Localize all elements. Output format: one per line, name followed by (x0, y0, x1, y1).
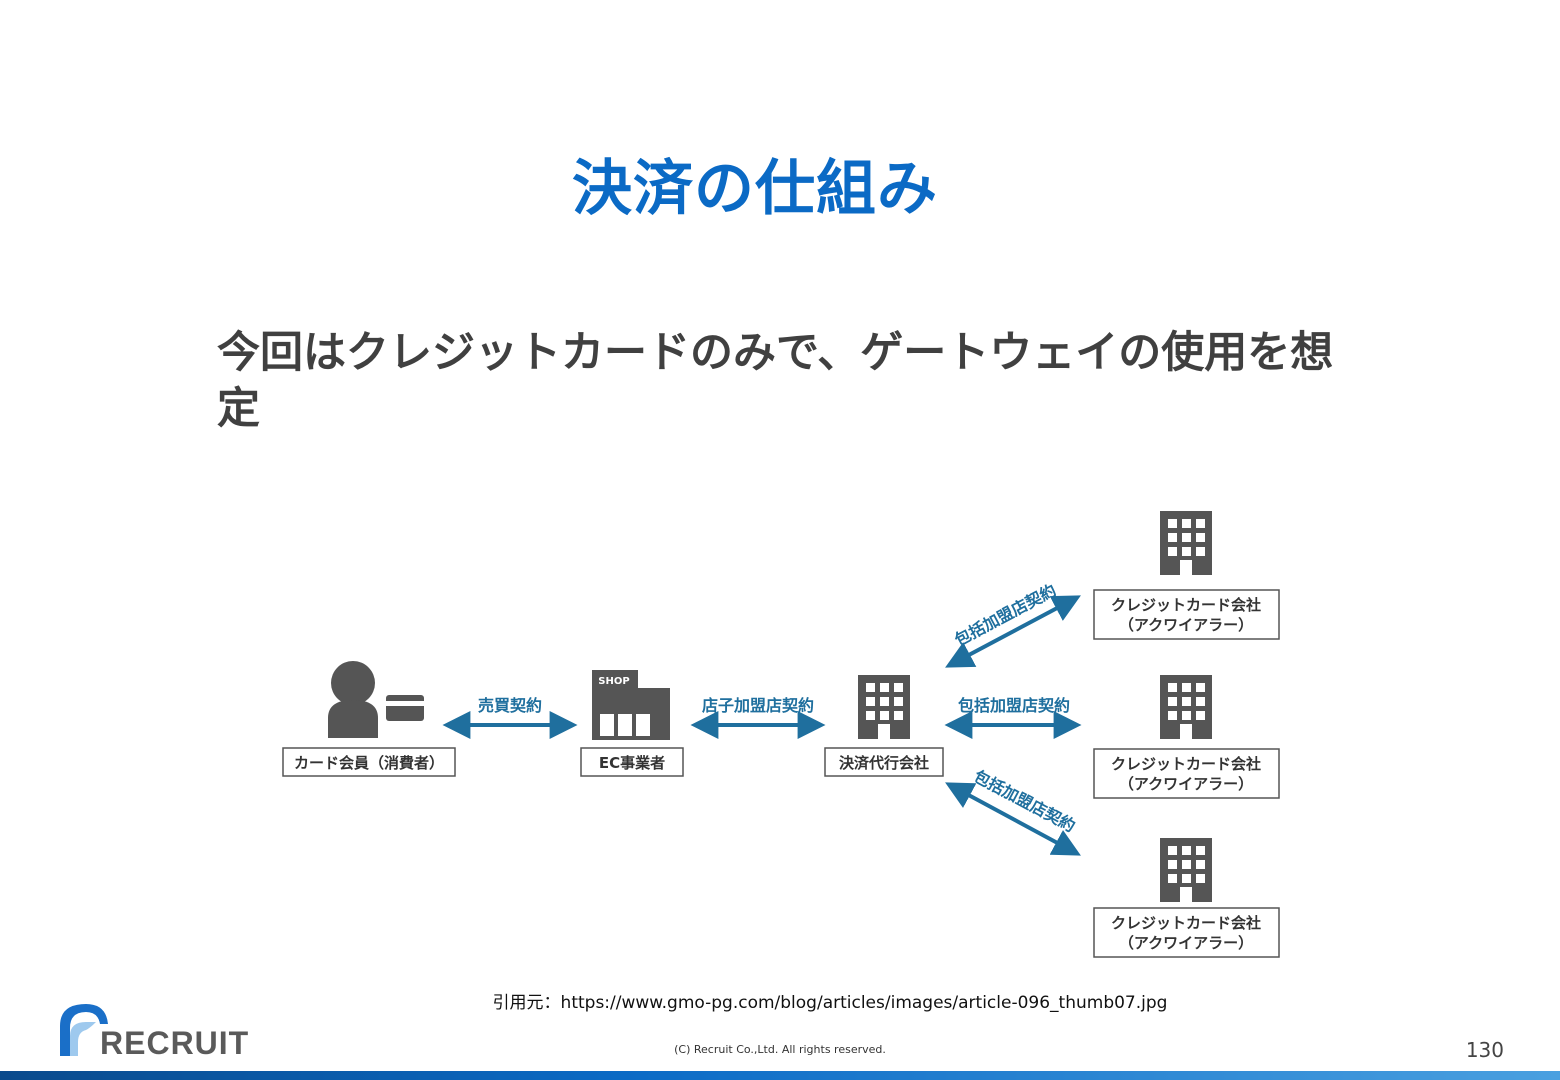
consumer-box (282, 747, 456, 777)
acquirer-label-line1: クレジットカード会社 (1111, 596, 1261, 614)
footer-bar (0, 1071, 1560, 1080)
citation: 引用元：https://www.gmo-pg.com/blog/articles… (492, 993, 1168, 1013)
building-icon (858, 675, 910, 739)
acquirer-box (1093, 589, 1280, 640)
credit-card-icon (386, 695, 424, 721)
recruit-logo: RECRUIT (60, 1004, 249, 1060)
acquirer-box (1093, 748, 1280, 799)
umbrella-contract-arrow-bottom (945, 782, 1081, 856)
psp-box (824, 747, 944, 777)
building-icon (1160, 675, 1212, 739)
building-icon (1160, 511, 1212, 575)
person-icon (328, 661, 378, 738)
umbrella-contract-arrow-top (945, 595, 1081, 668)
copyright: (C) Recruit Co.,Ltd. All rights reserved… (674, 1043, 886, 1056)
acquirer-label-line2: （アクワイアラー） (1119, 934, 1253, 952)
shop-sign-label: SHOP (598, 676, 629, 687)
acquirer-label-line2: （アクワイアラー） (1119, 616, 1253, 634)
umbrella-contract-label-middle: 包括加盟店契約 (958, 696, 1070, 715)
slide-title: 決済の仕組み (572, 154, 938, 224)
psp-label: 決済代行会社 (839, 754, 929, 772)
consumer-label: カード会員（消費者） (294, 754, 444, 772)
sub-merchant-contract-label: 店子加盟店契約 (702, 696, 814, 715)
ec-merchant-label: EC事業者 (599, 754, 665, 772)
acquirer-label-line2: （アクワイアラー） (1119, 775, 1253, 793)
acquirer-label-line1: クレジットカード会社 (1111, 755, 1261, 773)
building-icon (1160, 838, 1212, 902)
logo-text: RECRUIT (100, 1025, 249, 1060)
shop-icon: SHOP (592, 670, 670, 740)
acquirer-box (1093, 907, 1280, 958)
ec-merchant-box (580, 747, 684, 777)
acquirer-label-line1: クレジットカード会社 (1111, 914, 1261, 932)
sales-contract-label: 売買契約 (478, 696, 542, 715)
slide-subtitle: 今回はクレジットカードのみで、ゲートウェイの使用を想定 (217, 328, 1334, 434)
page-number: 130 (1465, 1038, 1504, 1062)
